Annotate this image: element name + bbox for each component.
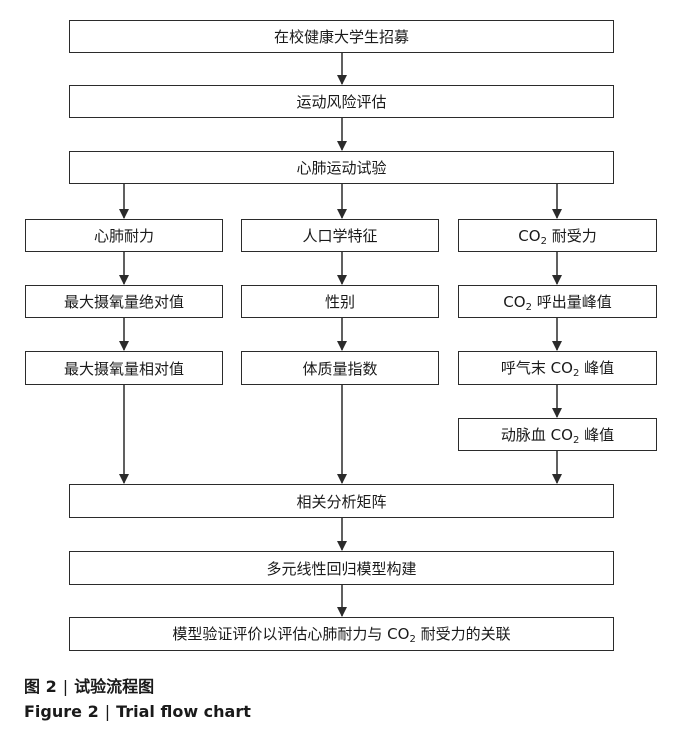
risk-assessment-box: 运动风险评估 — [69, 85, 614, 118]
correlation-matrix-label: 相关分析矩阵 — [296, 492, 387, 511]
cpet-box: 心肺运动试验 — [69, 151, 614, 184]
col2-item2-box: 体质量指数 — [241, 351, 439, 385]
col1-head-label: 心肺耐力 — [93, 227, 154, 245]
col2-item1-box: 性别 — [241, 285, 439, 318]
col1-item2-box: 最大摄氧量相对值 — [25, 351, 223, 385]
caption-cn-label: 图 2 — [24, 677, 57, 696]
figure-caption-en: Figure 2 | Trial flow chart — [24, 702, 251, 721]
figure-caption-cn: 图 2 | 试验流程图 — [24, 673, 154, 697]
correlation-matrix-box: 相关分析矩阵 — [69, 484, 614, 518]
col3-item3-label: 动脉血 CO2 峰值 — [500, 425, 615, 446]
caption-cn-separator: | — [62, 677, 69, 696]
regression-model-label: 多元线性回归模型构建 — [266, 559, 417, 578]
col3-item3-box: 动脉血 CO2 峰值 — [458, 418, 657, 451]
col1-head-box: 心肺耐力 — [25, 219, 223, 252]
caption-en-title: Trial flow chart — [116, 702, 251, 721]
validation-box: 模型验证评价以评估心肺耐力与 CO2 耐受力的关联 — [69, 617, 614, 651]
col3-item2-label: 呼气末 CO2 峰值 — [500, 359, 615, 379]
col1-item1-label: 最大摄氧量绝对值 — [63, 293, 184, 311]
col1-item1-box: 最大摄氧量绝对值 — [25, 285, 223, 318]
col1-item2-label: 最大摄氧量相对值 — [63, 359, 184, 378]
col2-head-box: 人口学特征 — [241, 219, 439, 252]
col3-head-label: CO2 耐受力 — [518, 226, 597, 247]
col3-item1-box: CO2 呼出量峰值 — [458, 285, 657, 318]
caption-en-separator: | — [104, 702, 111, 721]
recruit-box: 在校健康大学生招募 — [69, 20, 614, 53]
col2-head-label: 人口学特征 — [302, 227, 378, 245]
risk-assessment-label: 运动风险评估 — [296, 93, 387, 111]
caption-en-label: Figure 2 — [24, 702, 99, 721]
col3-head-box: CO2 耐受力 — [458, 219, 657, 252]
regression-model-box: 多元线性回归模型构建 — [69, 551, 614, 585]
caption-cn-title: 试验流程图 — [74, 677, 155, 696]
recruit-label: 在校健康大学生招募 — [273, 28, 409, 46]
cpet-label: 心肺运动试验 — [296, 159, 387, 177]
col2-item1-label: 性别 — [324, 293, 355, 311]
col3-item1-label: CO2 呼出量峰值 — [503, 292, 612, 313]
col3-item2-box: 呼气末 CO2 峰值 — [458, 351, 657, 385]
col2-item2-label: 体质量指数 — [302, 359, 378, 378]
validation-label: 模型验证评价以评估心肺耐力与 CO2 耐受力的关联 — [172, 625, 511, 645]
